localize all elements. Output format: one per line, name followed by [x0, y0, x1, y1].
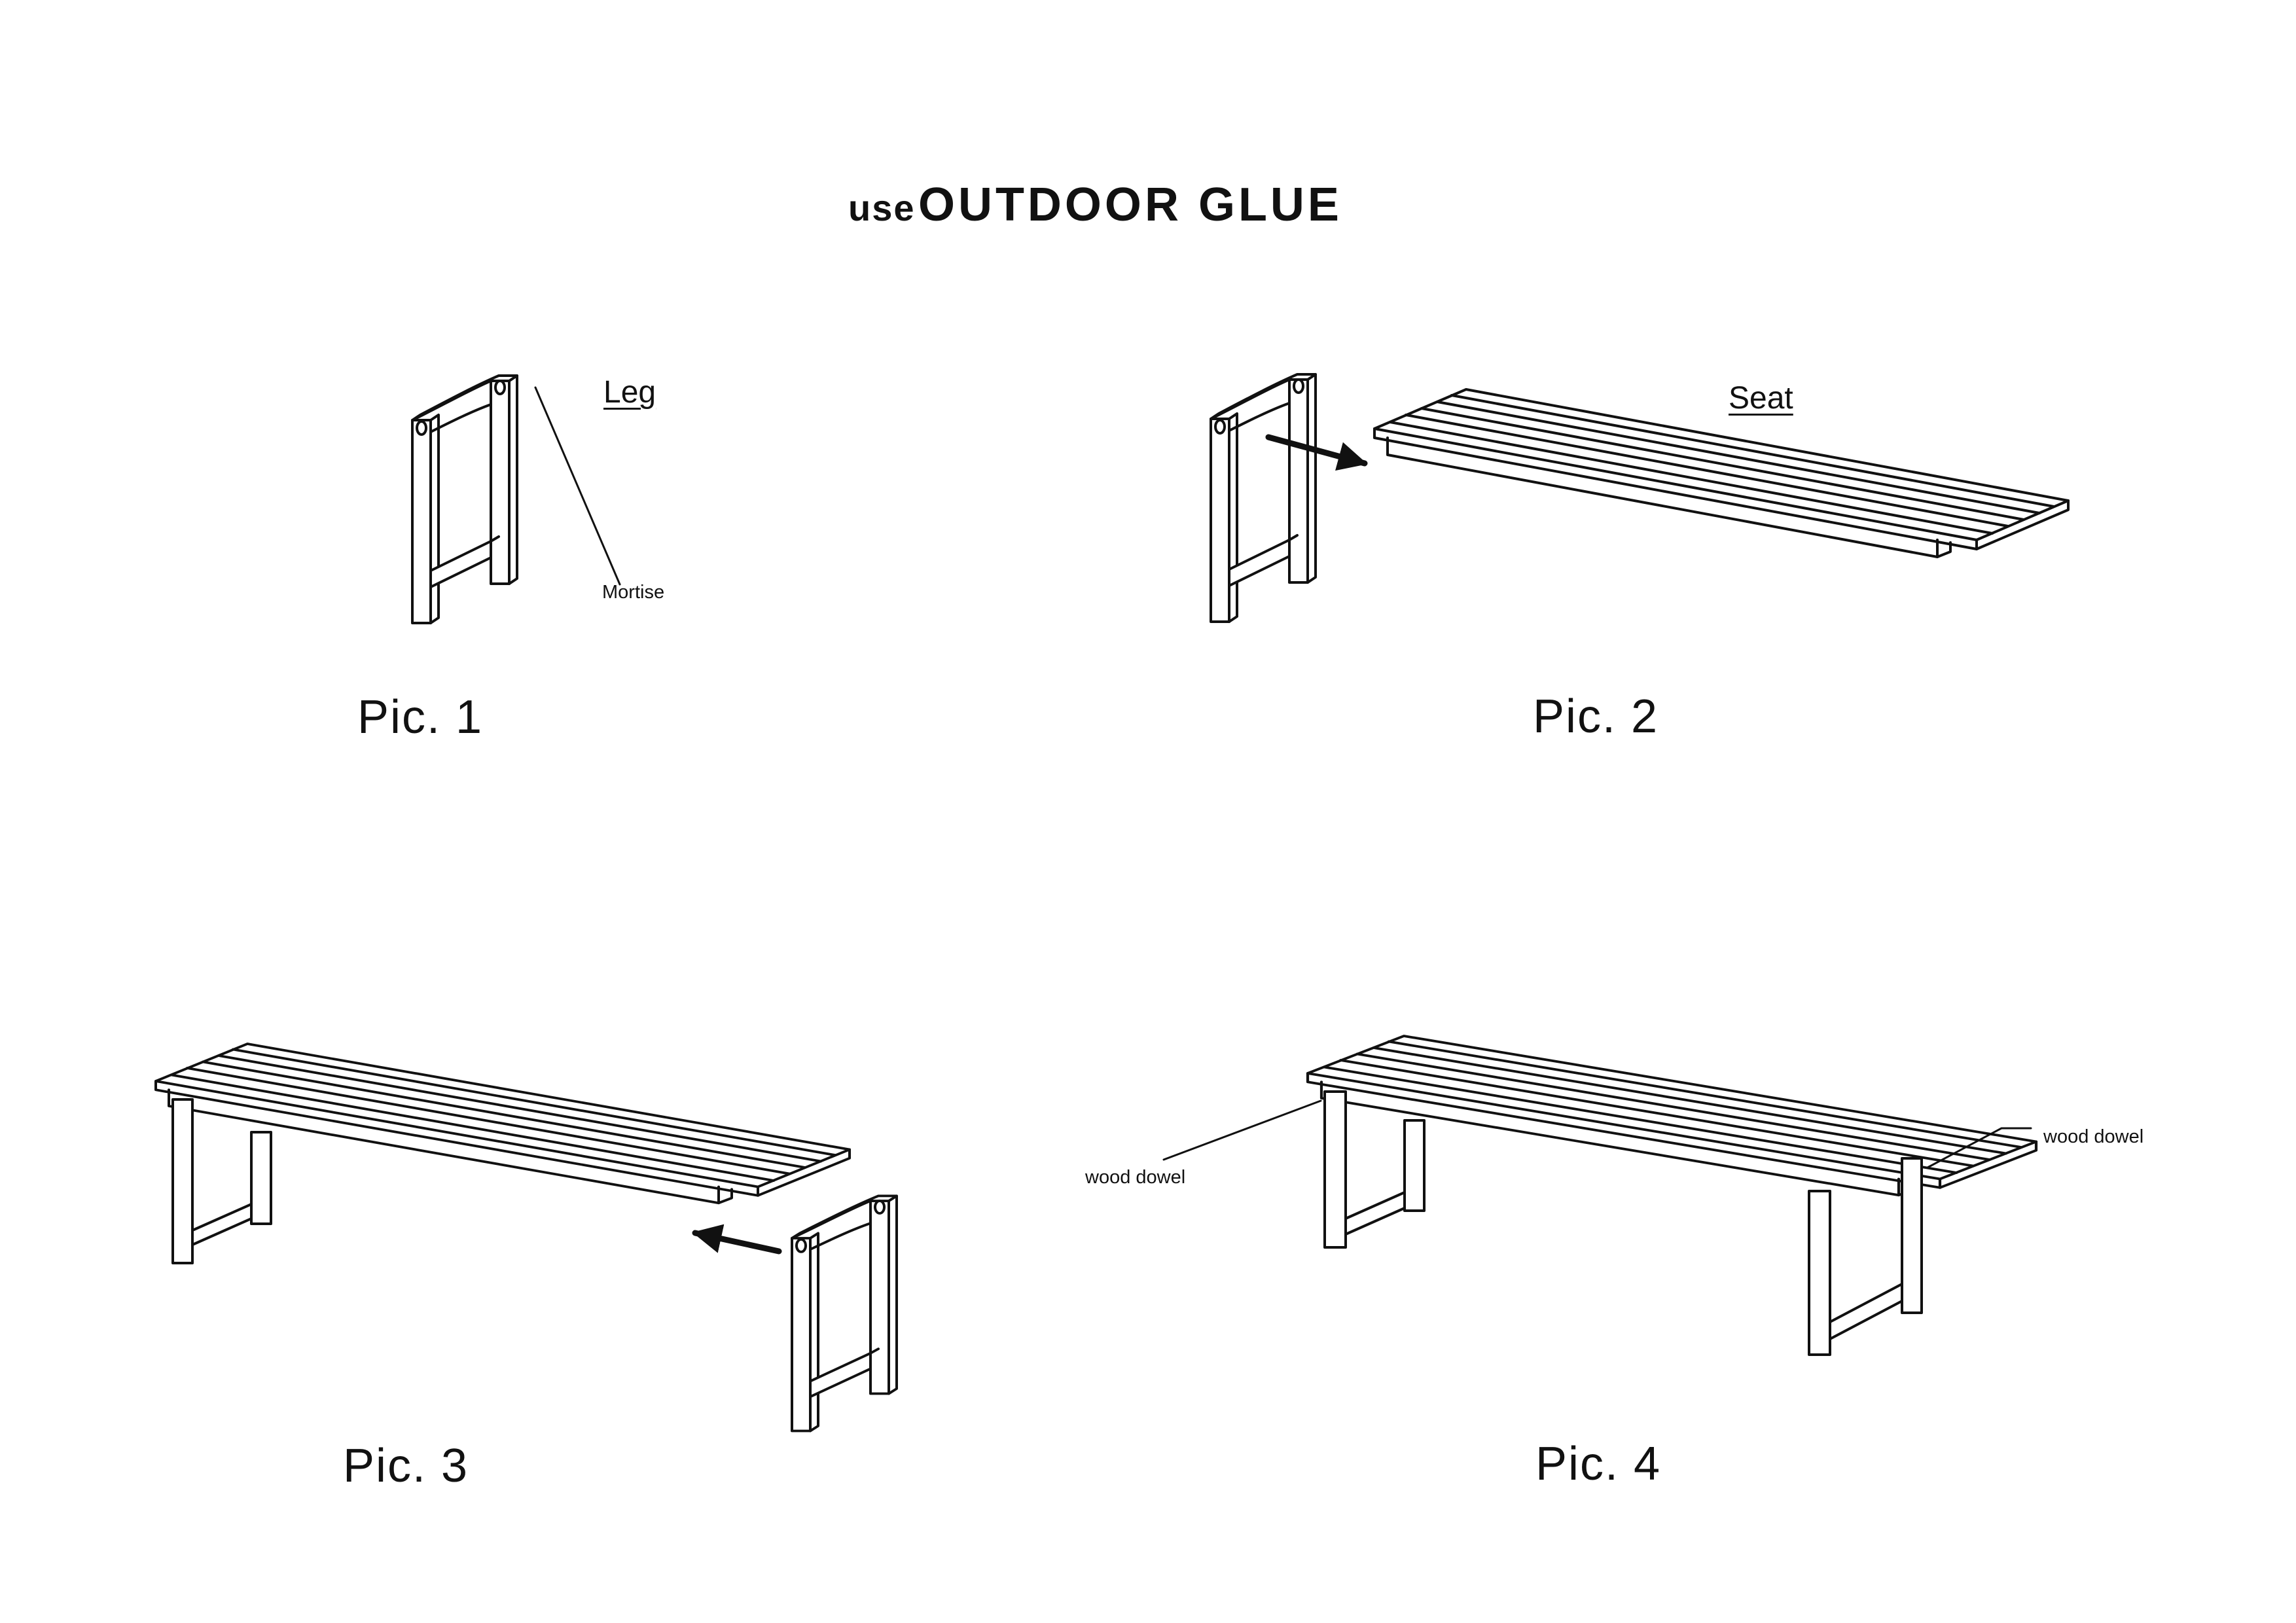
- pic2-caption: Pic. 2: [1533, 690, 1659, 743]
- seat-label: Seat: [1729, 381, 1793, 416]
- pic4-caption: Pic. 4: [1535, 1438, 1662, 1490]
- title-prefix: use: [848, 187, 916, 228]
- pic2-drawing: [1210, 373, 2070, 623]
- pic3-drawing: [154, 1043, 898, 1433]
- instruction-title: use OUTDOOR GLUE: [848, 178, 1342, 232]
- leg-label: Leg: [603, 375, 656, 410]
- pic1-leg-drawing: [411, 374, 621, 624]
- dowel-leader-left: [1162, 1099, 1322, 1161]
- wood-dowel-left-label: wood dowel: [1085, 1167, 1186, 1188]
- insert-arrow-pic3: [692, 1224, 782, 1255]
- mortise-leader-line: [534, 386, 621, 586]
- pic1-caption: Pic. 1: [357, 691, 484, 743]
- dowel-leader-right: [1926, 1127, 2032, 1169]
- pic4-drawing: [1162, 1036, 2036, 1356]
- mortise-label: Mortise: [602, 582, 665, 603]
- wood-dowel-right-label: wood dowel: [2043, 1126, 2144, 1147]
- insert-arrow-pic2: [1265, 434, 1368, 471]
- pic3-caption: Pic. 3: [343, 1440, 469, 1492]
- title-emphasis: OUTDOOR GLUE: [918, 179, 1342, 231]
